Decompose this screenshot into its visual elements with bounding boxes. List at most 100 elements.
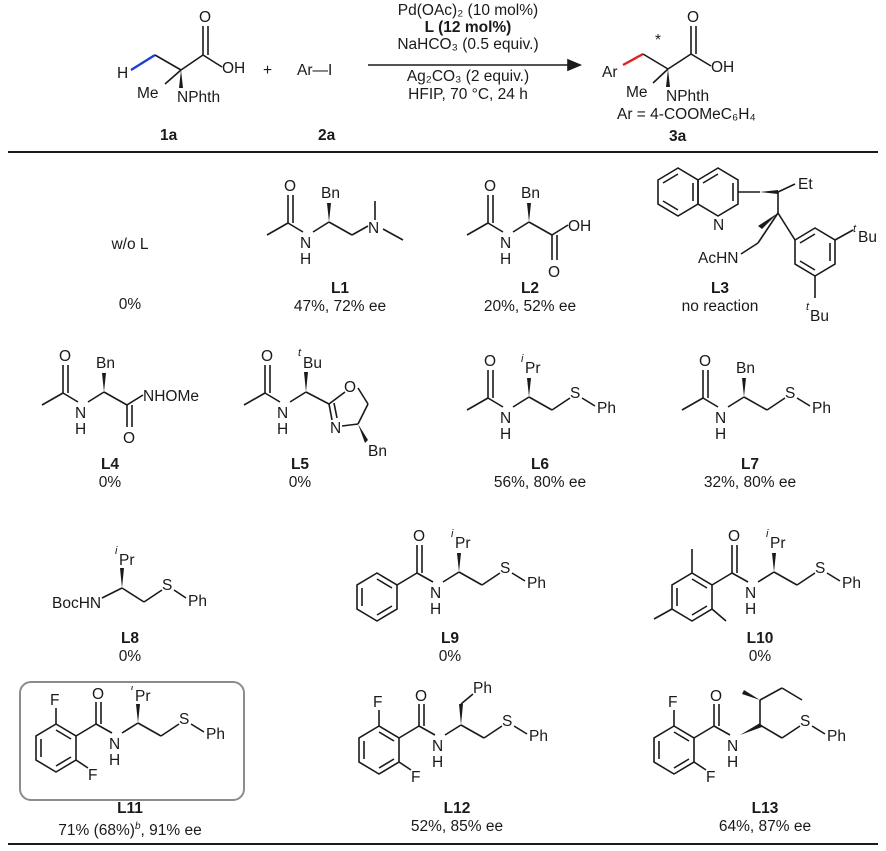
svg-text:Pr: Pr [135, 688, 151, 705]
ligand-L10-structure: O N H i Pr S Ph [653, 528, 861, 622]
svg-text:N: N [713, 217, 724, 234]
svg-text:Ph: Ph [473, 680, 492, 697]
svg-text:Ph: Ph [842, 575, 861, 592]
ligand-L3-structure: N Et AcHN t Bu t Bu [657, 167, 877, 325]
svg-text:O: O [123, 430, 135, 445]
atom-label-ar: Ar [602, 64, 618, 81]
reactant-1a-structure: H O OH Me NPhth [117, 9, 245, 106]
top-rule [8, 151, 878, 153]
svg-text:Ph: Ph [812, 400, 831, 417]
condition-catalyst: Pd(OAc)₂ (10 mol%) [397, 2, 539, 19]
svg-text:Ph: Ph [529, 728, 548, 745]
entry-result-L3: no reaction [681, 298, 759, 315]
svg-text:F: F [706, 769, 715, 786]
product-3a-structure: Ar * O OH Me NPhth [602, 9, 734, 105]
ligand-L4-structure: O N H Bn NHOMe O [41, 348, 199, 445]
svg-text:O: O [344, 379, 356, 396]
svg-text:F: F [411, 769, 420, 786]
svg-text:i: i [131, 686, 134, 693]
entry-name-L2: L2 [520, 280, 540, 297]
svg-text:Ph: Ph [206, 726, 225, 743]
entry-result-L5: 0% [288, 474, 312, 491]
svg-text:S: S [502, 713, 512, 730]
svg-text:H: H [75, 421, 86, 438]
svg-text:Bn: Bn [736, 360, 755, 377]
atom-label-nphth: NPhth [177, 89, 220, 106]
svg-text:i: i [766, 528, 769, 540]
svg-text:N: N [300, 235, 311, 252]
entry-name-L3: L3 [710, 280, 730, 297]
svg-text:O: O [484, 178, 496, 195]
compound-label-3a: 3a [669, 128, 687, 145]
entry-result-L11: 71% (68%)b, 91% ee [30, 818, 230, 840]
svg-text:H: H [727, 754, 738, 771]
svg-text:S: S [785, 385, 795, 402]
svg-text:F: F [88, 767, 97, 784]
condition-solvent: HFIP, 70 °C, 24 h [408, 86, 528, 103]
svg-text:H: H [500, 251, 511, 268]
svg-text:S: S [815, 560, 825, 577]
entry-name-L4: L4 [100, 456, 120, 473]
svg-text:O: O [261, 348, 273, 365]
svg-text:AcHN: AcHN [698, 250, 738, 267]
entry-name-L1: L1 [330, 280, 350, 297]
svg-text:N: N [500, 235, 511, 252]
svg-text:F: F [50, 692, 59, 709]
svg-text:Ph: Ph [597, 400, 616, 417]
ligand-L2-structure: O N H Bn OH O [466, 178, 591, 280]
svg-text:N: N [109, 736, 120, 753]
stereocenter-star: * [655, 32, 661, 49]
entry-result-L13: 64%, 87% ee [718, 818, 812, 835]
entry-name-wo: w/o L [111, 236, 149, 253]
entry-name-L9: L9 [440, 630, 460, 647]
ligand-L1-structure: O N H Bn N [266, 178, 404, 268]
svg-text:OH: OH [568, 218, 591, 235]
aryl-iodide-label: Ar—I [297, 62, 332, 79]
svg-text:H: H [432, 754, 443, 771]
bottom-rule [8, 843, 878, 845]
svg-text:Bn: Bn [521, 185, 540, 202]
svg-text:H: H [430, 601, 441, 618]
entry-name-L7: L7 [740, 456, 760, 473]
entry-name-L13: L13 [751, 800, 779, 817]
svg-text:F: F [668, 694, 677, 711]
svg-text:N: N [715, 410, 726, 427]
entry-name-L6: L6 [530, 456, 550, 473]
ligand-L11-structure: F F O N H i Pr S Ph [35, 686, 225, 784]
svg-text:H: H [277, 421, 288, 438]
svg-text:O: O [284, 178, 296, 195]
svg-text:NPhth: NPhth [666, 88, 709, 105]
entry-name-L10: L10 [746, 630, 774, 647]
svg-text:S: S [500, 560, 510, 577]
entry-result-L7: 32%, 80% ee [703, 474, 797, 491]
condition-base: NaHCO₃ (0.5 equiv.) [397, 36, 539, 53]
atom-label-h: H [117, 65, 128, 82]
entry-result-L6: 56%, 80% ee [493, 474, 587, 491]
svg-text:Bn: Bn [368, 443, 387, 460]
condition-ligand: L (12 mol%) [424, 19, 512, 36]
svg-text:i: i [521, 353, 524, 365]
entry-result-L8: 0% [118, 648, 142, 665]
condition-oxidant: Ag₂CO₃ (2 equiv.) [406, 68, 530, 85]
svg-text:i: i [115, 545, 118, 557]
svg-text:N: N [430, 585, 441, 602]
ligand-L12-structure: F F O N H Ph S Ph [358, 680, 548, 786]
svg-text:N: N [330, 420, 341, 437]
ligand-L9-structure: O N H i Pr S Ph [356, 528, 546, 622]
svg-text:H: H [300, 251, 311, 268]
entry-result-L12: 52%, 85% ee [410, 818, 504, 835]
entry-result-L11-yield: 71% (68%) [58, 822, 135, 840]
entry-result-L9: 0% [438, 648, 462, 665]
svg-text:O: O [415, 688, 427, 705]
ligand-L13-structure: F F O N H S Ph [653, 687, 846, 786]
svg-text:N: N [500, 410, 511, 427]
svg-text:Pr: Pr [770, 535, 786, 552]
svg-text:Pr: Pr [455, 535, 471, 552]
best-ligand-highlight-box [19, 681, 245, 801]
svg-text:Bn: Bn [96, 355, 115, 372]
svg-text:Me: Me [626, 84, 648, 101]
svg-text:S: S [800, 713, 810, 730]
entry-name-L11: L11 [117, 800, 143, 817]
entry-name-L5: L5 [290, 456, 310, 473]
ligand-L5-structure: O N H t Bu O N Bn [243, 347, 387, 460]
